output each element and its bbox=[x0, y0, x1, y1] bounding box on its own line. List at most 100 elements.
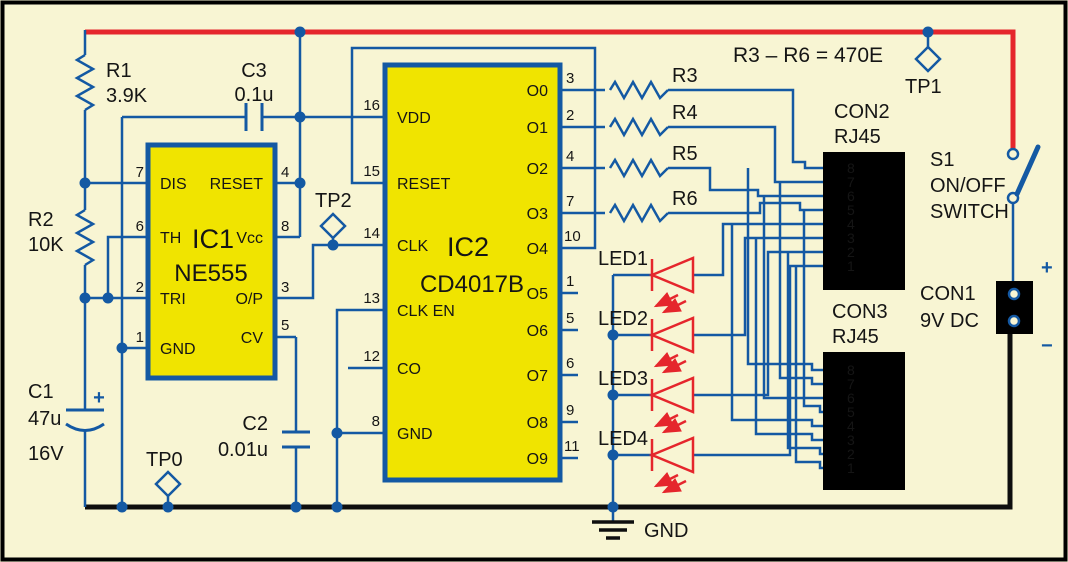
ic2-pinnum-4: 4 bbox=[566, 148, 574, 165]
r5-ref: R5 bbox=[672, 143, 698, 165]
resistor-r3-symbol bbox=[608, 79, 669, 101]
ic2-pin-o9: O9 bbox=[527, 451, 548, 468]
r1-ref: R1 bbox=[106, 60, 132, 82]
ic1-pin-reset: RESET bbox=[210, 176, 264, 193]
ic2-pin-clk: CLK bbox=[397, 238, 428, 255]
c3-value: 0.1u bbox=[235, 84, 274, 106]
con3-pin-5: 5 bbox=[847, 404, 855, 420]
c2-value: 0.01u bbox=[218, 439, 268, 461]
con3-pin-6: 6 bbox=[847, 390, 855, 406]
r2-ref: R2 bbox=[28, 209, 54, 231]
r6-ref: R6 bbox=[672, 188, 698, 210]
con3-pin-2: 2 bbox=[847, 446, 855, 462]
con3-pin-7: 7 bbox=[847, 376, 855, 392]
con1-symbol bbox=[996, 281, 1033, 334]
con1-ref: CON1 bbox=[920, 283, 976, 305]
led1-label: LED1 bbox=[598, 248, 648, 270]
ic2-part: CD4017B bbox=[420, 271, 524, 298]
c1-value: 47u bbox=[28, 408, 61, 430]
con1-type: 9V DC bbox=[920, 310, 979, 332]
ic1-pin-gnd: GND bbox=[160, 341, 196, 358]
ic2-pinnum-7: 7 bbox=[566, 193, 574, 210]
tp1-symbol bbox=[914, 36, 942, 73]
ic2-pin-o7: O7 bbox=[527, 368, 548, 385]
tp2-label: TP2 bbox=[315, 190, 352, 212]
led3-label: LED3 bbox=[598, 368, 648, 390]
ic2-pinnum-6: 6 bbox=[566, 355, 574, 372]
wire-clken-gnd bbox=[335, 308, 385, 507]
s1-switch-symbol bbox=[1006, 144, 1041, 281]
ic2-pin-co: CO bbox=[397, 361, 421, 378]
ic1-pin-dis: DIS bbox=[160, 176, 187, 193]
ic2-pin-vdd: VDD bbox=[397, 110, 431, 127]
left-column-wires bbox=[65, 30, 105, 507]
ic2-pin-o1: O1 bbox=[527, 120, 548, 137]
con2-pin-4: 4 bbox=[847, 216, 855, 232]
con2-type: RJ45 bbox=[834, 126, 881, 148]
con2-pin-1: 1 bbox=[847, 258, 855, 274]
con2-ref: CON2 bbox=[834, 101, 890, 123]
wire-maze bbox=[668, 88, 843, 470]
ic1-pinnum-3: 3 bbox=[281, 279, 289, 296]
c1-plus-sign: + bbox=[93, 387, 105, 409]
con2-pin-7: 7 bbox=[847, 174, 855, 190]
ic2-pin-wires bbox=[335, 46, 605, 507]
con3-type: RJ45 bbox=[832, 326, 879, 348]
ic2-pinnum-16: 16 bbox=[363, 97, 380, 114]
ic1-pin-cv: CV bbox=[241, 330, 264, 347]
ic1-pinnum-6: 6 bbox=[136, 218, 144, 235]
r2-value: 10K bbox=[28, 234, 64, 256]
c2-ref: C2 bbox=[242, 413, 268, 435]
con2-pin-5: 5 bbox=[847, 202, 855, 218]
ic2-pin-o2: O2 bbox=[527, 161, 548, 178]
con2-pin-6: 6 bbox=[847, 188, 855, 204]
ic1-pinnum-5: 5 bbox=[281, 317, 289, 334]
led3-symbol bbox=[648, 376, 695, 434]
ic2-pin-o4: O4 bbox=[527, 241, 548, 258]
gnd-label: GND bbox=[644, 520, 688, 542]
junction-dots bbox=[79, 26, 934, 513]
ground-rail bbox=[85, 334, 1013, 510]
con3-rj45-symbol bbox=[823, 352, 905, 490]
con3-pin-8: 8 bbox=[847, 362, 855, 378]
ic1-ref: IC1 bbox=[192, 224, 234, 254]
r1-value: 3.9K bbox=[106, 85, 148, 107]
r3-ref: R3 bbox=[672, 65, 698, 87]
tp0-label: TP0 bbox=[146, 449, 183, 471]
ic2-pinnum-15: 15 bbox=[363, 163, 380, 180]
note-r3-r6-value: R3 – R6 = 470E bbox=[733, 44, 883, 67]
ic2-pin-o8: O8 bbox=[527, 415, 548, 432]
ic1-pinnum-7: 7 bbox=[136, 164, 144, 181]
tp1-label: TP1 bbox=[905, 76, 942, 98]
ic2-pinnum-5: 5 bbox=[566, 310, 574, 327]
ic2-pinnum-8: 8 bbox=[372, 413, 380, 430]
con3-ref: CON3 bbox=[832, 301, 888, 323]
ic2-pin-o3: O3 bbox=[527, 206, 548, 223]
vplus-rail bbox=[85, 29, 1016, 149]
ic2-pin-o0: O0 bbox=[527, 83, 548, 100]
ic2-pinnum-2: 2 bbox=[566, 107, 574, 124]
con2-rj45-symbol bbox=[823, 152, 905, 290]
wire-op-to-clk bbox=[275, 243, 385, 300]
ic1-pinnum-8: 8 bbox=[281, 218, 289, 235]
led4-symbol bbox=[648, 436, 695, 494]
ic1-pinnum-4: 4 bbox=[281, 164, 289, 181]
wire-reset-to-o4-loop bbox=[350, 46, 597, 250]
resistor-r4-symbol bbox=[608, 116, 669, 138]
c1-ref: C1 bbox=[28, 381, 54, 403]
resistor-r2-symbol bbox=[74, 208, 96, 267]
ic1-body bbox=[145, 142, 278, 381]
gnd-symbol bbox=[592, 507, 634, 540]
ic1-pinnum-1: 1 bbox=[136, 329, 144, 346]
ic2-pinnum-14: 14 bbox=[363, 225, 380, 242]
led2-symbol bbox=[648, 316, 695, 374]
con2-pin-3: 3 bbox=[847, 230, 855, 246]
series-resistors bbox=[608, 79, 669, 224]
ic2-pin-o5: O5 bbox=[527, 286, 548, 303]
ic2-pinnum-11: 11 bbox=[564, 438, 580, 455]
c3-ref: C3 bbox=[241, 60, 267, 82]
ic2-pinnum-13: 13 bbox=[363, 290, 380, 307]
led1-symbol bbox=[648, 256, 695, 314]
ic1-pin-tri: TRI bbox=[160, 291, 186, 308]
